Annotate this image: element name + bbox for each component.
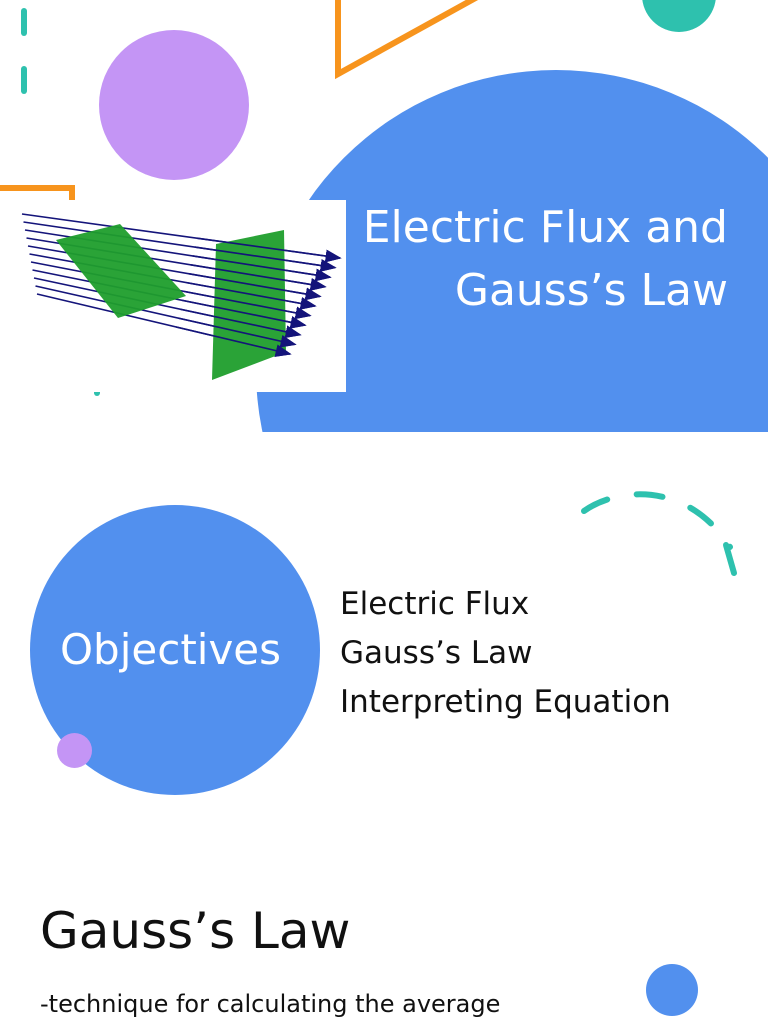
blue-dot-decoration [646, 964, 698, 1016]
perpendicular-surface-plane [212, 230, 286, 380]
field-arrow-front [194, 246, 337, 272]
title-line-2: Gauss’s Law [454, 265, 728, 316]
electric-field-flux-icon [21, 213, 342, 380]
field-arrow-front [188, 272, 322, 301]
section-heading: Gauss’s Law [40, 902, 351, 960]
field-arrow-front [192, 255, 332, 282]
title-line-1: Electric Flux and [362, 202, 728, 253]
field-arrow-front [186, 281, 317, 310]
objective-item-electric-flux: Electric Flux [340, 586, 530, 622]
teal-dash-top-1 [21, 8, 27, 36]
field-arrow-front [175, 326, 292, 357]
objective-item-gauss-law: Gauss’s Law [340, 635, 533, 671]
section-text: -technique for calculating the average [40, 990, 501, 1018]
field-arrow-front [178, 317, 297, 348]
field-arrow-front [182, 299, 307, 329]
orange-triangle-decoration [335, 0, 479, 80]
teal-circle-decoration [642, 0, 716, 32]
electric-flux-image [0, 200, 346, 392]
field-arrow-front [184, 290, 312, 320]
objectives-label: Objectives [60, 625, 282, 674]
objective-item-interpreting-equation: Interpreting Equation [340, 684, 671, 720]
purple-dot-decoration [57, 733, 92, 768]
field-arrow-front [180, 308, 302, 339]
objectives-list: Electric Flux Gauss’s Law Interpreting E… [340, 580, 671, 727]
teal-dash-small [94, 388, 100, 396]
purple-circle-decoration [99, 30, 249, 180]
field-arrow-front [196, 237, 342, 263]
slide-title: Electric Flux and Gauss’s Law [308, 196, 728, 322]
teal-dash-top-2 [21, 66, 27, 94]
field-arrow-front [190, 264, 327, 291]
teal-dashed-arc-decoration [581, 491, 737, 576]
tilted-surface-plane [56, 224, 186, 318]
